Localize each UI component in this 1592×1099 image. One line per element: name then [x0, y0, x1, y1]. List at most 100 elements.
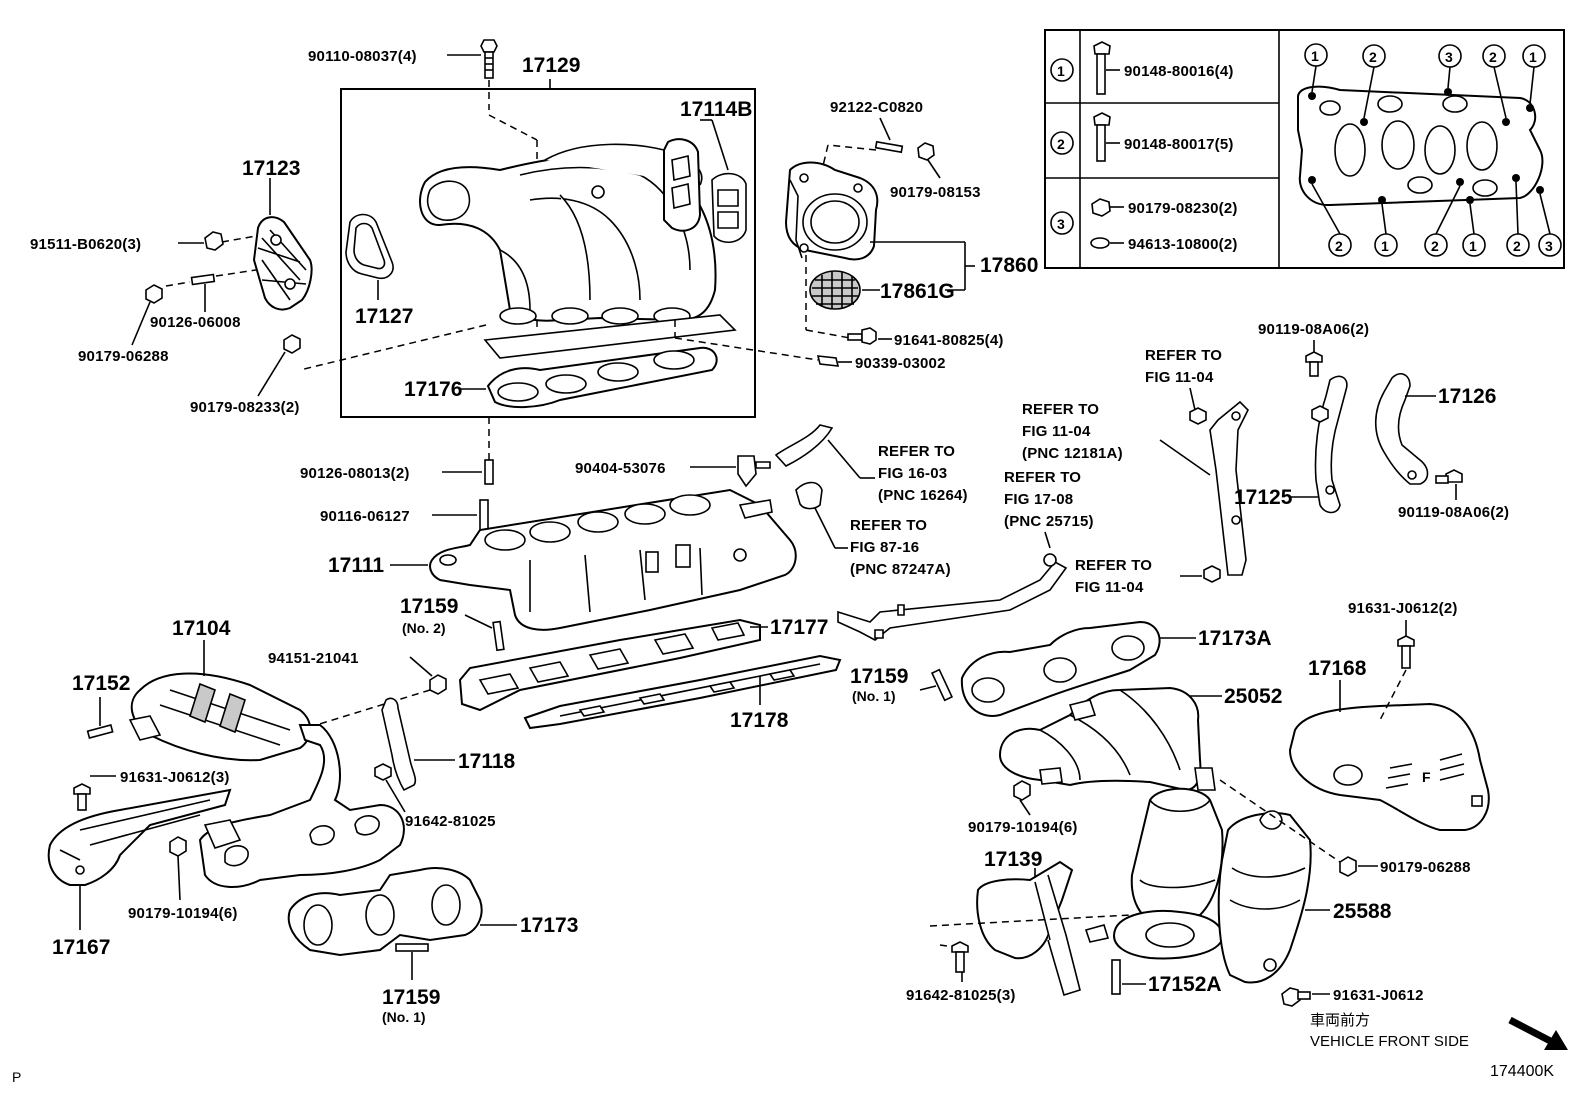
- ref-fig11-04-b-line2: FIG 11-04: [1022, 423, 1091, 440]
- stay-17125: [1311, 375, 1348, 514]
- label-91641-80825: 91641-80825(4): [894, 332, 1004, 349]
- stud-17159-no2: [492, 620, 505, 652]
- legend-bottom-marker-3: 2: [1431, 238, 1439, 254]
- legend-top-marker-3: 3: [1445, 49, 1453, 65]
- legend-top-marker-5: 1: [1529, 49, 1537, 65]
- stud-17152: [86, 724, 114, 739]
- legend-bottom-marker-4: 1: [1469, 238, 1477, 254]
- label-17152A: 17152A: [1148, 973, 1222, 996]
- bolt-91631-right: [1397, 635, 1415, 669]
- hose-upper: [774, 424, 834, 467]
- ref-fig16-03-line1: REFER TO: [878, 443, 955, 460]
- bolt-90119-top: [1305, 351, 1323, 377]
- gasket-17114B: [663, 138, 747, 243]
- ref-fig87-16-line1: REFER TO: [850, 517, 927, 534]
- stay-17126: [1374, 373, 1429, 485]
- label-90179-08153: 90179-08153: [890, 184, 981, 201]
- stud-90116: [479, 499, 489, 531]
- legend-top-marker-2: 2: [1369, 49, 1377, 65]
- stud-92122: [874, 140, 904, 154]
- legend-table: 1 2 3 90148-80016(4) 90148-80017(5) 9017…: [1044, 29, 1565, 269]
- label-17125: 17125: [1234, 486, 1293, 509]
- bolt-91631-left: [73, 783, 91, 811]
- nut-90179-08233: [283, 334, 301, 354]
- label-90179-06288-left: 90179-06288: [78, 348, 169, 365]
- lower-intake-manifold-17111: [429, 488, 797, 631]
- label-90119-08A06-bottom: 90119-08A06(2): [1398, 504, 1509, 521]
- hose-lower: [795, 481, 823, 510]
- bolt-90110: [480, 39, 498, 79]
- ref-fig17-08-line3: (PNC 25715): [1004, 513, 1094, 530]
- label-17173A: 17173A: [1198, 627, 1272, 650]
- ref-fig11-04-b-line3: (PNC 12181A): [1022, 445, 1123, 462]
- legend-top-marker-4: 2: [1489, 49, 1497, 65]
- bracket-17118: [381, 697, 417, 792]
- label-17159-no2: 17159: [400, 595, 458, 618]
- label-17159-no1-left-sub: (No. 1): [382, 1009, 426, 1025]
- legend-part-3a: 90179-08230(2): [1128, 200, 1238, 217]
- legend-part-3b: 94613-10800(2): [1128, 236, 1238, 253]
- front-arrow-icon: [1508, 1016, 1568, 1050]
- label-17860: 17860: [980, 254, 1038, 277]
- heat-insulator-17168: F: [1288, 702, 1490, 831]
- legend-bottom-marker-5: 2: [1513, 238, 1521, 254]
- ref-fig11-04-c-line2: FIG 11-04: [1075, 579, 1144, 596]
- ref-fig11-04-b-line1: REFER TO: [1022, 401, 1099, 418]
- ref-fig11-04-c-line1: REFER TO: [1075, 557, 1152, 574]
- label-17127: 17127: [355, 305, 413, 328]
- label-90179-06288-right: 90179-06288: [1380, 859, 1471, 876]
- screen-17861G: [809, 270, 861, 310]
- gasket-17178: [523, 654, 842, 730]
- upper-manifold-group-box: [340, 88, 756, 418]
- legend-num-3: 3: [1057, 216, 1065, 232]
- label-90110-08037: 90110-08037(4): [308, 48, 417, 65]
- stud-17152A: [1111, 959, 1121, 995]
- label-17159-no2-sub: (No. 2): [402, 620, 446, 636]
- label-17111: 17111: [328, 554, 384, 577]
- legend-part-2: 90148-80017(5): [1124, 136, 1234, 153]
- ref-fig16-03-line2: FIG 16-03: [878, 465, 947, 482]
- label-17861G: 17861G: [880, 280, 955, 303]
- label-17173: 17173: [520, 914, 578, 937]
- label-17168: 17168: [1308, 657, 1367, 680]
- nut-90179-06288-left: [145, 284, 163, 304]
- bolt-90119-bottom: [1435, 469, 1463, 484]
- bracket-fig11-04: [1189, 400, 1249, 583]
- bolt-91642-left: [374, 763, 392, 781]
- ref-fig11-04-a-line2: FIG 11-04: [1145, 369, 1214, 386]
- exhaust-manifold-25052: [998, 686, 1202, 792]
- label-17159-no1-right-sub: (No. 1): [852, 688, 896, 704]
- ref-fig17-08-line2: FIG 17-08: [1004, 491, 1073, 508]
- legend-bottom-marker-1: 2: [1335, 238, 1343, 254]
- legend-num-2: 2: [1057, 136, 1065, 152]
- nut-90179-06288-right: [1339, 856, 1357, 877]
- stud-90126-08013: [484, 459, 494, 485]
- fuel-pipe-bracket: [837, 553, 1068, 641]
- insulator-f-mark: F: [1422, 769, 1431, 785]
- label-90126-08013: 90126-08013(2): [300, 465, 410, 482]
- label-91642-81025-left: 91642-81025: [405, 813, 496, 830]
- legend-top-marker-1: 1: [1311, 48, 1319, 64]
- label-91631-J0612-right: 91631-J0612(2): [1348, 600, 1458, 617]
- nut-90179-08153: [917, 142, 935, 161]
- label-17114B: 17114B: [680, 98, 752, 121]
- bolt-91641: [847, 327, 877, 345]
- label-17126: 17126: [1438, 385, 1496, 408]
- gasket-17177: [458, 618, 761, 712]
- label-17123: 17123: [242, 157, 300, 180]
- ref-fig11-04-a-line1: REFER TO: [1145, 347, 1222, 364]
- label-17167: 17167: [52, 936, 110, 959]
- gasket-17127: [345, 213, 394, 280]
- label-90119-08A06-top: 90119-08A06(2): [1258, 321, 1369, 338]
- plug-90339: [816, 355, 840, 367]
- cover-17123: [252, 216, 313, 311]
- heat-insulator-17139: [976, 860, 1110, 997]
- stud-17159-no1-left: [395, 943, 429, 952]
- bolt-91642-right: [951, 941, 969, 973]
- bolt-91511: [204, 231, 257, 251]
- legend-bottom-marker-6: 3: [1545, 238, 1553, 254]
- label-17177: 17177: [770, 616, 828, 639]
- label-17176: 17176: [404, 378, 462, 401]
- exhaust-manifold-left: [198, 724, 405, 888]
